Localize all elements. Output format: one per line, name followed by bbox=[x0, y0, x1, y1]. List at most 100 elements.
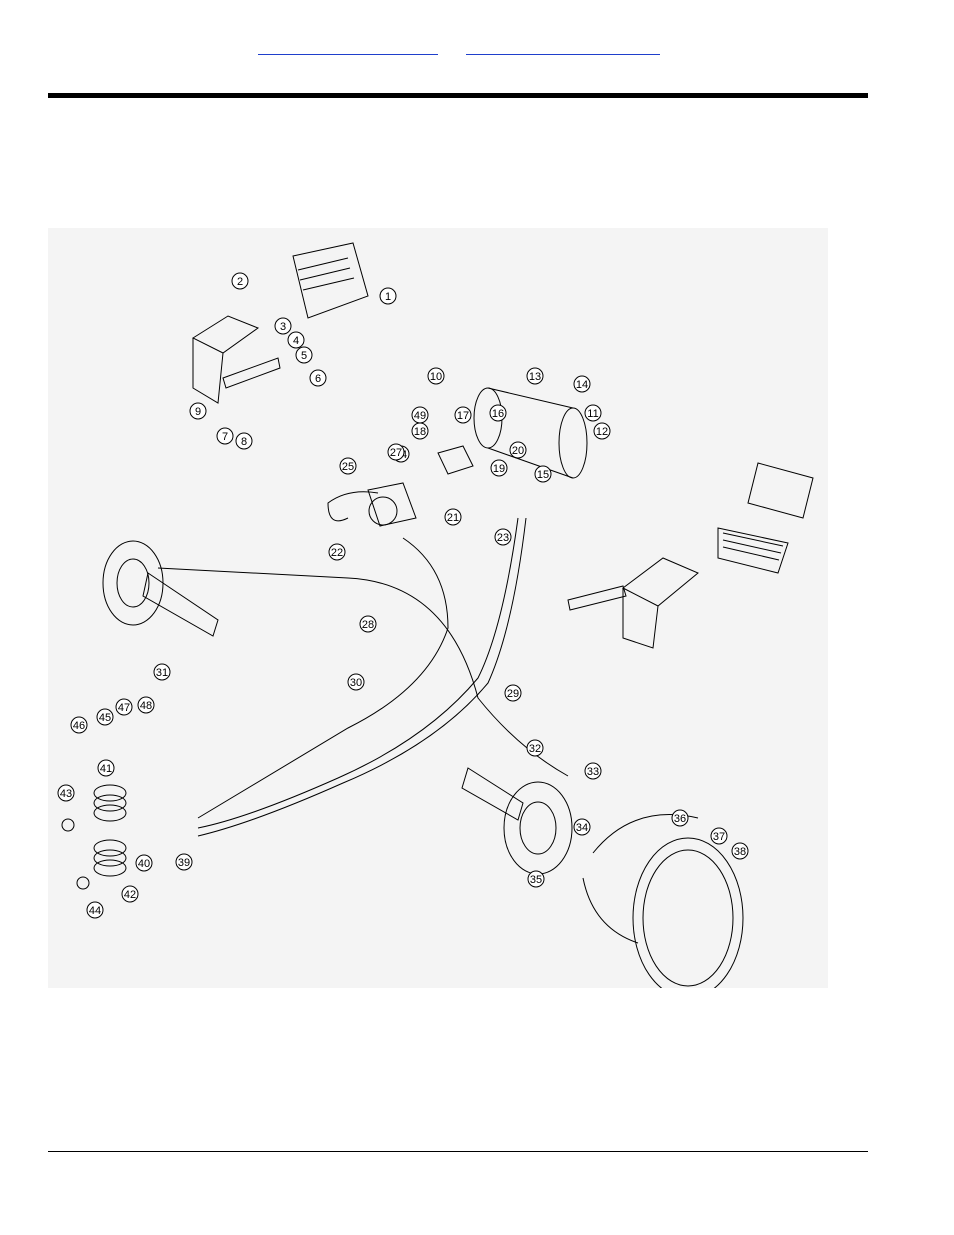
callout-label-31: 31 bbox=[156, 667, 168, 679]
callout-label-3: 3 bbox=[280, 321, 286, 333]
callout-21 bbox=[444, 508, 462, 526]
callout-47 bbox=[115, 698, 133, 716]
callout-17 bbox=[454, 406, 472, 424]
callout-label-5: 5 bbox=[301, 350, 307, 362]
callout-label-33: 33 bbox=[587, 766, 599, 778]
callout-label-11: 11 bbox=[587, 408, 598, 420]
callout-label-46: 46 bbox=[73, 720, 85, 732]
callout-7 bbox=[216, 427, 234, 445]
callout-46 bbox=[70, 716, 88, 734]
callout-36 bbox=[671, 809, 689, 827]
callout-label-19: 19 bbox=[493, 463, 505, 475]
callout-35 bbox=[527, 870, 545, 888]
callout-label-40: 40 bbox=[138, 858, 150, 870]
callout-group: 1234567891011121314151617181920212223242… bbox=[57, 272, 749, 919]
callout-16 bbox=[489, 404, 507, 422]
callout-22 bbox=[328, 543, 346, 561]
callout-41 bbox=[97, 759, 115, 777]
callout-label-12: 12 bbox=[596, 426, 608, 438]
callout-37 bbox=[710, 827, 728, 845]
callout-33 bbox=[584, 762, 602, 780]
hub-right bbox=[461, 767, 573, 875]
callout-2 bbox=[231, 272, 249, 290]
callout-label-49: 49 bbox=[414, 410, 426, 422]
callout-label-27: 27 bbox=[390, 447, 402, 459]
callout-44 bbox=[86, 901, 104, 919]
parts-diagram-svg: 1234567891011121314151617181920212223242… bbox=[57, 242, 814, 988]
callout-label-25: 25 bbox=[342, 461, 354, 473]
wheel-chock-right bbox=[717, 462, 814, 574]
callout-label-13: 13 bbox=[529, 371, 541, 383]
callout-3 bbox=[274, 317, 292, 335]
footer-rule bbox=[48, 1151, 868, 1152]
callout-label-18: 18 bbox=[414, 426, 426, 438]
callout-label-9: 9 bbox=[195, 406, 201, 418]
callout-label-38: 38 bbox=[734, 846, 746, 858]
callout-label-48: 48 bbox=[140, 700, 152, 712]
valve-manifold bbox=[367, 445, 474, 527]
callout-label-8: 8 bbox=[241, 436, 247, 448]
callout-label-6: 6 bbox=[315, 373, 321, 385]
callout-label-14: 14 bbox=[576, 379, 588, 391]
callout-12 bbox=[593, 422, 611, 440]
coiled-hoses bbox=[61, 784, 127, 890]
callout-label-44: 44 bbox=[89, 905, 101, 917]
callout-31 bbox=[153, 663, 171, 681]
callout-43 bbox=[57, 784, 75, 802]
callout-label-43: 43 bbox=[60, 788, 72, 800]
callout-29 bbox=[504, 684, 522, 702]
chock-holder-left bbox=[191, 315, 281, 404]
wheel-chock-upper bbox=[292, 242, 369, 319]
air-lines bbox=[157, 491, 569, 837]
callout-42 bbox=[121, 885, 139, 903]
callout-label-39: 39 bbox=[178, 857, 190, 869]
callout-25 bbox=[339, 457, 357, 475]
callout-label-47: 47 bbox=[118, 702, 130, 714]
callout-13 bbox=[526, 367, 544, 385]
callout-label-30: 30 bbox=[350, 677, 362, 689]
callout-label-7: 7 bbox=[222, 431, 228, 443]
callout-8 bbox=[235, 432, 253, 450]
callout-label-36: 36 bbox=[674, 813, 686, 825]
callout-20 bbox=[509, 441, 527, 459]
callout-11 bbox=[584, 404, 602, 422]
callout-40 bbox=[135, 854, 153, 872]
callout-label-1: 1 bbox=[385, 291, 391, 303]
callout-6 bbox=[309, 369, 327, 387]
callout-label-15: 15 bbox=[537, 469, 549, 481]
callout-label-35: 35 bbox=[530, 874, 542, 886]
callout-label-37: 37 bbox=[713, 831, 725, 843]
header-link-right[interactable] bbox=[466, 38, 660, 55]
callout-32 bbox=[526, 739, 544, 757]
callout-4 bbox=[287, 331, 305, 349]
callout-15 bbox=[534, 465, 552, 483]
callout-39 bbox=[175, 853, 193, 871]
chock-holder-right bbox=[567, 557, 699, 649]
callout-label-28: 28 bbox=[362, 619, 374, 631]
callout-34 bbox=[573, 818, 591, 836]
callout-label-22: 22 bbox=[331, 547, 343, 559]
callout-label-2: 2 bbox=[237, 276, 243, 288]
callout-9 bbox=[189, 402, 207, 420]
callout-45 bbox=[96, 708, 114, 726]
header-link-left[interactable] bbox=[258, 38, 438, 55]
callout-5 bbox=[295, 346, 313, 364]
callout-14 bbox=[573, 375, 591, 393]
callout-label-32: 32 bbox=[529, 743, 541, 755]
air-tank bbox=[473, 387, 588, 479]
callout-label-4: 4 bbox=[293, 335, 299, 347]
callout-19 bbox=[490, 459, 508, 477]
callout-23 bbox=[494, 528, 512, 546]
callout-49 bbox=[411, 406, 429, 424]
callout-38 bbox=[731, 842, 749, 860]
callout-label-21: 21 bbox=[447, 512, 459, 524]
parts-diagram: 1234567891011121314151617181920212223242… bbox=[48, 228, 828, 988]
header-rule bbox=[48, 93, 868, 98]
callout-label-34: 34 bbox=[576, 822, 588, 834]
callout-label-16: 16 bbox=[492, 408, 504, 420]
callout-label-42: 42 bbox=[124, 889, 136, 901]
callout-28 bbox=[359, 615, 377, 633]
callout-label-20: 20 bbox=[512, 445, 524, 457]
callout-1 bbox=[379, 287, 397, 305]
callout-48 bbox=[137, 696, 155, 714]
